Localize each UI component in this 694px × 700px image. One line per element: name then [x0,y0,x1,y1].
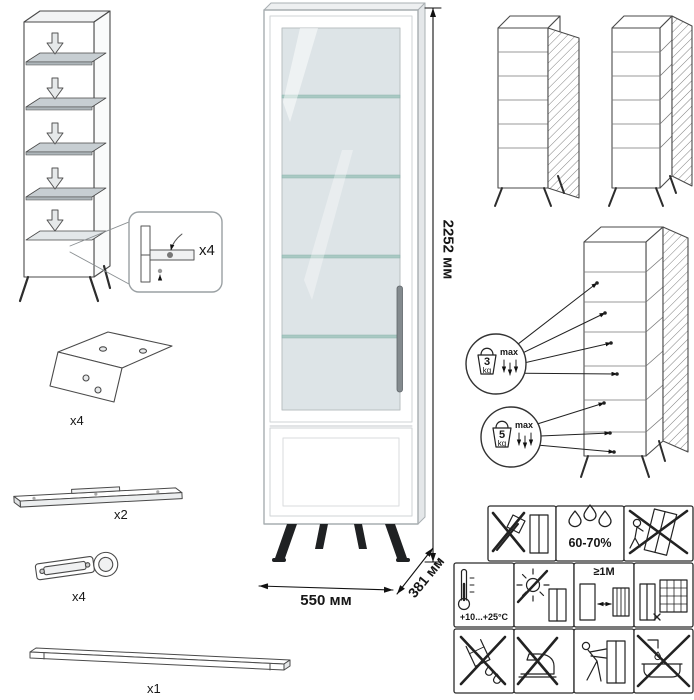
door-option-cabinet-b [608,15,693,207]
hinge-qty: x4 [72,589,86,604]
cam-lock-qty: x4 [199,242,215,259]
hinge-drawing [34,551,119,581]
leg-bracket-qty: x4 [70,413,84,428]
leg-bracket-drawing [49,331,173,403]
width-dimension-label: 550 мм [300,592,352,609]
humidity-label: 60-70% [568,536,612,550]
handle-part-drawing [29,647,291,671]
glass-shelf-load-value: 3 [483,356,491,368]
weight-icon [480,347,494,356]
door-option-cabinet-a [494,15,580,207]
shelf-boards [25,52,107,241]
weight-3kg-badge [465,333,527,395]
lower-shelf-load-max: max [515,420,534,430]
no-spill-icon [459,635,507,686]
glass-panel [281,27,401,411]
open-door-hatched [547,27,580,199]
no-washing-icon [636,634,691,688]
tip-over-warning-icon [628,508,689,556]
no-iron-icon [516,636,559,686]
temperature-label: +10...+25°C [459,612,509,622]
humidity-icon [568,504,612,528]
move-carefully-icon [581,640,626,684]
door-handle [396,285,403,393]
glass-shelf-load-max: max [500,347,519,357]
dimension-lines [258,7,442,595]
weight-5kg-badge [480,406,542,468]
handle-qty: x1 [147,681,161,696]
height-dimension-label: 2252 мм [439,219,457,280]
lower-shelf-load-unit: kg [497,439,507,448]
load-limit-diagram [465,226,689,478]
cabinet-legs [18,264,112,303]
main-cabinet-drawing [263,2,426,562]
exploded-cabinet-drawing [18,10,112,303]
lower-shelf-load-value: 5 [498,429,506,441]
weight-icon [495,420,509,429]
cam-lock-icon [140,225,195,283]
distance-label: ≥1M [593,566,615,578]
no-heat-grille-icon [639,579,688,621]
heater-distance-icon [579,583,630,621]
rail-qty: x2 [114,507,128,522]
temperature-range-icon [457,568,475,611]
rail-drawing [13,486,183,508]
open-door-hatched [662,226,689,453]
glass-shelf-load-unit: kg [482,366,492,375]
insert-arrow-icons [46,32,64,232]
open-door-hatched [671,15,693,187]
no-direct-sunlight-icon [516,568,567,622]
black-legs [272,524,410,562]
no-axe-icon [491,511,549,554]
fastener-callout [69,211,223,293]
